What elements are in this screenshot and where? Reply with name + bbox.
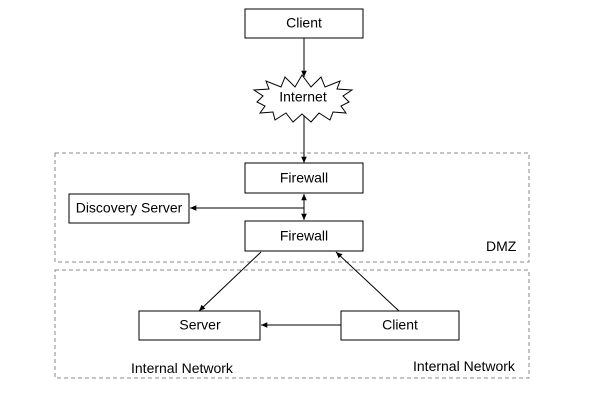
client-internal-label: Client [382, 317, 418, 333]
internal-network-zone-label-right: Internal Network [413, 358, 516, 374]
internal-network-zone: Internal Network Internal Network [54, 269, 530, 379]
server-node: Server [138, 310, 261, 341]
dmz-zone-label: DMZ [486, 238, 517, 254]
internet-label: Internet [279, 89, 327, 105]
connectors [190, 38, 400, 328]
firewall-outer-label: Firewall [280, 170, 328, 186]
firewall-inner-label: Firewall [280, 228, 328, 244]
firewall-inner-node: Firewall [244, 220, 364, 252]
client-top-label: Client [286, 15, 322, 31]
dmz-zone: DMZ [54, 152, 530, 263]
firewall-outer-node: Firewall [244, 162, 364, 194]
internet-node: Internet [252, 74, 354, 123]
internet-burst-icon [252, 74, 354, 123]
server-label: Server [179, 317, 221, 333]
client-internal-node: Client [340, 310, 460, 341]
discovery-server-node: Discovery Server [68, 193, 190, 224]
connector-firewall-to-server [198, 251, 262, 312]
connector-client-to-firewall [335, 251, 400, 312]
client-top-node: Client [244, 8, 364, 39]
discovery-server-label: Discovery Server [76, 200, 183, 216]
internal-network-zone-label-left: Internal Network [131, 360, 234, 376]
